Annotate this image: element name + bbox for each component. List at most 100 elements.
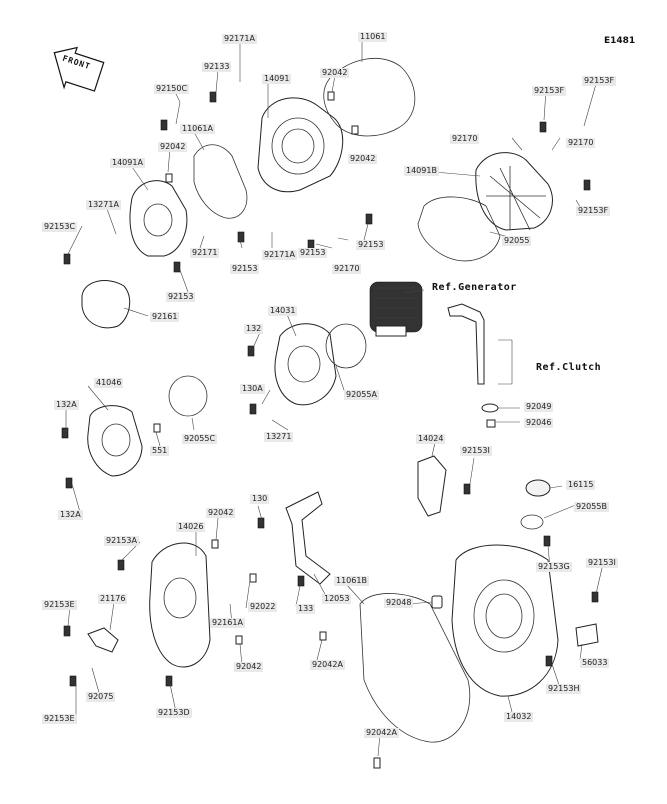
part-label: 92049 [524,402,554,412]
part-label: 14091 [262,74,292,84]
part-label: 92153F [576,206,611,216]
part-label: 92042A [364,728,399,738]
part-label: 92153E [42,714,77,724]
part-label: 92153D [156,708,192,718]
part-label: 56033 [580,658,610,668]
part-label: 92055C [182,434,218,444]
part-label: 92022 [248,602,278,612]
part-label: 92170 [566,138,596,148]
part-label: 92055A [344,390,379,400]
part-label: 92153F [532,86,567,96]
gasket-11061A [193,144,248,219]
cap-92161 [81,280,131,329]
cover-14026 [149,542,211,668]
part-label: 14091B [404,166,439,176]
part-92046 [486,419,496,428]
plug-92048 [431,595,443,609]
part-label: 11061A [180,124,215,134]
part-label: 14024 [416,434,446,444]
part-label: 92153F [582,76,617,86]
sensor-21176 [87,627,119,653]
part-label: 16115 [566,480,596,490]
part-label: 13271A [86,200,121,210]
cover-14031 [274,323,337,406]
diagram-code: E1481 [604,36,636,46]
part-label: 92042 [158,142,188,152]
part-label: 21176 [98,594,128,604]
gasket-11061B [359,593,471,743]
part-label: 14026 [176,522,206,532]
cover-14091A [129,180,188,257]
part-label: 133 [296,604,316,614]
part-label: 92153 [166,292,196,302]
gasket-11061 [323,58,416,137]
generator-stator [369,281,423,337]
part-label: 92153 [356,240,386,250]
part-label: 132A [54,400,79,410]
part-label: 92150C [154,84,190,94]
part-label: 92055B [574,502,609,512]
tag-56033 [575,623,599,647]
part-label: 92075 [86,692,116,702]
o-ring-92055A [325,323,367,369]
bolts [61,91,599,687]
part-label: 92055 [502,236,532,246]
part-label: 14031 [268,306,298,316]
part-label: 11061B [334,576,369,586]
ref-clutch: Ref.Clutch [536,362,602,373]
o-ring-92055C [168,375,208,417]
part-label: 92042 [206,508,236,518]
part-label: 92133 [202,62,232,72]
gasket-92055 [417,196,501,262]
part-label: 92048 [384,598,414,608]
part-label: 92153 [298,248,328,258]
part-label: 92153G [536,562,572,572]
part-label: 92171A [222,34,257,44]
part-label: 13271 [264,432,294,442]
dowels [153,91,381,769]
part-label: 130 [250,494,270,504]
ref-generator: Ref.Generator [432,282,517,293]
part-label: 92161A [210,618,245,628]
o-ring-92055B [520,514,544,530]
part-label: 41046 [94,378,124,388]
leader-lines [65,40,603,757]
front-arrow-icon [53,46,105,92]
part-label: 12053 [322,594,352,604]
part-label: 92042 [348,154,378,164]
part-label: 92153I [586,558,618,568]
part-label: 92042 [320,68,350,78]
part-label: 551 [150,446,170,456]
part-label: 130A [240,384,265,394]
part-label: 92153 [230,264,260,274]
generator-cover-14091 [257,97,344,193]
part-label: 92171 [190,248,220,258]
bracket-12053 [285,491,331,585]
part-label: 92153I [460,446,492,456]
part-label: 92170 [450,134,480,144]
part-label: 132A [58,510,83,520]
part-92049 [481,403,499,413]
cap-16115 [525,479,551,497]
part-label: 92170 [332,264,362,274]
bracket-14024 [417,455,447,517]
part-label: 92046 [524,418,554,428]
part-label: 14032 [504,712,534,722]
clutch-cover-14032 [451,544,559,697]
part-label: 92042A [310,660,345,670]
part-label: 92161 [150,312,180,322]
clutch-rod [447,303,485,385]
part-label: 14091A [110,158,145,168]
part-label: 11061 [358,32,388,42]
part-label: 92153C [42,222,78,232]
cover-41046 [87,405,143,477]
part-label: 92171A [262,250,297,260]
part-label: 132 [244,324,264,334]
cover-14091B [475,152,553,231]
part-label: 92153E [42,600,77,610]
part-label: 92153H [546,684,582,694]
part-label: 92042 [234,662,264,672]
part-label: 92153A [104,536,139,546]
